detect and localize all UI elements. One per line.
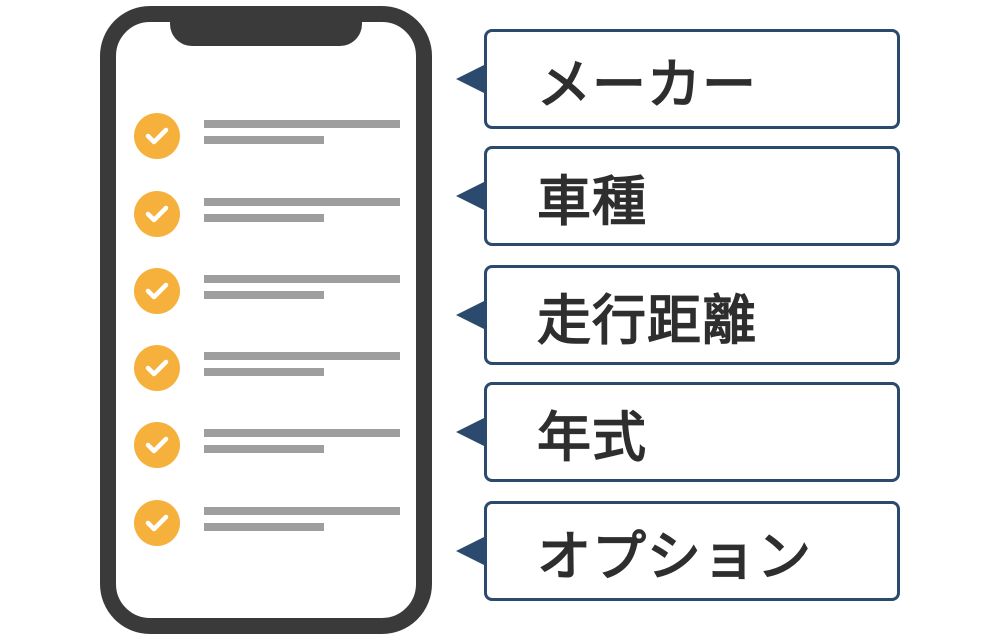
check-circle-icon bbox=[134, 268, 180, 314]
pointer-triangle-icon bbox=[456, 65, 484, 93]
label-mileage: 走行距離 bbox=[537, 288, 757, 352]
checklist-item bbox=[134, 345, 404, 391]
check-circle-icon bbox=[134, 500, 180, 546]
pointer-triangle-icon bbox=[456, 182, 484, 210]
label-maker: メーカー bbox=[537, 52, 757, 116]
label-model: 車種 bbox=[537, 169, 647, 233]
label-options: オプション bbox=[537, 524, 812, 588]
placeholder-line-long bbox=[204, 507, 400, 515]
label-year: 年式 bbox=[537, 405, 647, 469]
placeholder-line-long bbox=[204, 198, 400, 206]
label-box-mileage: 走行距離 bbox=[484, 265, 900, 365]
placeholder-line-short bbox=[204, 214, 324, 222]
phone-notch bbox=[170, 6, 362, 46]
pointer-triangle-icon bbox=[456, 418, 484, 446]
placeholder-line-short bbox=[204, 368, 324, 376]
label-box-year: 年式 bbox=[484, 382, 900, 482]
check-circle-icon bbox=[134, 422, 180, 468]
checklist-item bbox=[134, 268, 404, 314]
label-box-model: 車種 bbox=[484, 146, 900, 246]
placeholder-line-short bbox=[204, 523, 324, 531]
placeholder-line-short bbox=[204, 136, 324, 144]
checklist-item bbox=[134, 422, 404, 468]
placeholder-line-long bbox=[204, 429, 400, 437]
placeholder-line-long bbox=[204, 275, 400, 283]
check-circle-icon bbox=[134, 191, 180, 237]
placeholder-line-long bbox=[204, 352, 400, 360]
checklist-item bbox=[134, 191, 404, 237]
pointer-triangle-icon bbox=[456, 301, 484, 329]
label-box-maker: メーカー bbox=[484, 29, 900, 129]
placeholder-line-short bbox=[204, 291, 324, 299]
check-circle-icon bbox=[134, 113, 180, 159]
checklist-item bbox=[134, 500, 404, 546]
placeholder-line-short bbox=[204, 445, 324, 453]
label-box-options: オプション bbox=[484, 501, 900, 601]
checklist-item bbox=[134, 113, 404, 159]
pointer-triangle-icon bbox=[456, 537, 484, 565]
check-circle-icon bbox=[134, 345, 180, 391]
placeholder-line-long bbox=[204, 120, 400, 128]
